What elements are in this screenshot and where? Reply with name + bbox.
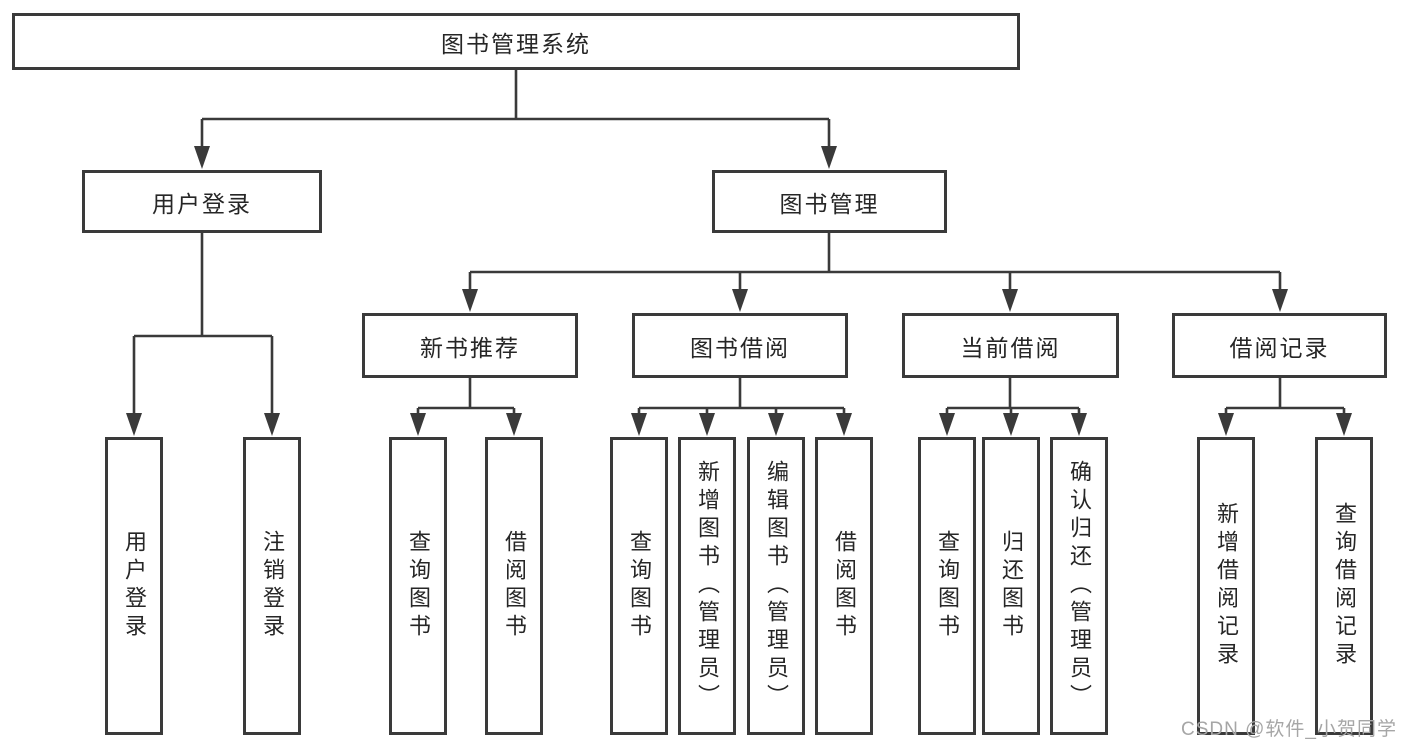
leaf-user-login: 用户登录 (105, 437, 163, 735)
leaf-label: 确认归还（管理员） (1067, 460, 1092, 712)
leaf-query-book-recommend: 查询图书 (389, 437, 447, 735)
leaf-label: 新增图书（管理员） (695, 460, 720, 712)
node-user-login: 用户登录 (82, 170, 322, 233)
leaf-label: 查询图书 (406, 530, 431, 642)
leaf-logout-login: 注销登录 (243, 437, 301, 735)
leaf-label: 查询图书 (935, 530, 960, 642)
leaf-label: 编辑图书（管理员） (764, 460, 789, 712)
leaf-query-book-current: 查询图书 (918, 437, 976, 735)
leaf-label: 注销登录 (260, 530, 285, 642)
node-current-borrow: 当前借阅 (902, 313, 1119, 378)
node-library-system: 图书管理系统 (12, 13, 1020, 70)
leaf-label: 查询图书 (627, 530, 652, 642)
csdn-watermark: CSDN @软件_小贺同学 (1181, 719, 1397, 740)
leaf-label: 查询借阅记录 (1332, 502, 1357, 670)
leaf-query-book-borrow: 查询图书 (610, 437, 668, 735)
node-borrow-records: 借阅记录 (1172, 313, 1387, 378)
leaf-label: 新增借阅记录 (1214, 502, 1239, 670)
node-book-borrow: 图书借阅 (632, 313, 848, 378)
leaf-confirm-return-admin: 确认归还（管理员） (1050, 437, 1108, 735)
leaf-return-book: 归还图书 (982, 437, 1040, 735)
node-new-book-recommend: 新书推荐 (362, 313, 578, 378)
leaf-label: 借阅图书 (832, 530, 857, 642)
leaf-edit-book-admin: 编辑图书（管理员） (747, 437, 805, 735)
leaf-borrow-book: 借阅图书 (815, 437, 873, 735)
leaf-label: 借阅图书 (502, 530, 527, 642)
leaf-borrow-book-recommend: 借阅图书 (485, 437, 543, 735)
leaf-add-borrow-record: 新增借阅记录 (1197, 437, 1255, 735)
node-book-management: 图书管理 (712, 170, 947, 233)
leaf-query-borrow-record: 查询借阅记录 (1315, 437, 1373, 735)
leaf-label: 用户登录 (122, 530, 147, 642)
leaf-add-book-admin: 新增图书（管理员） (678, 437, 736, 735)
leaf-label: 归还图书 (999, 530, 1024, 642)
